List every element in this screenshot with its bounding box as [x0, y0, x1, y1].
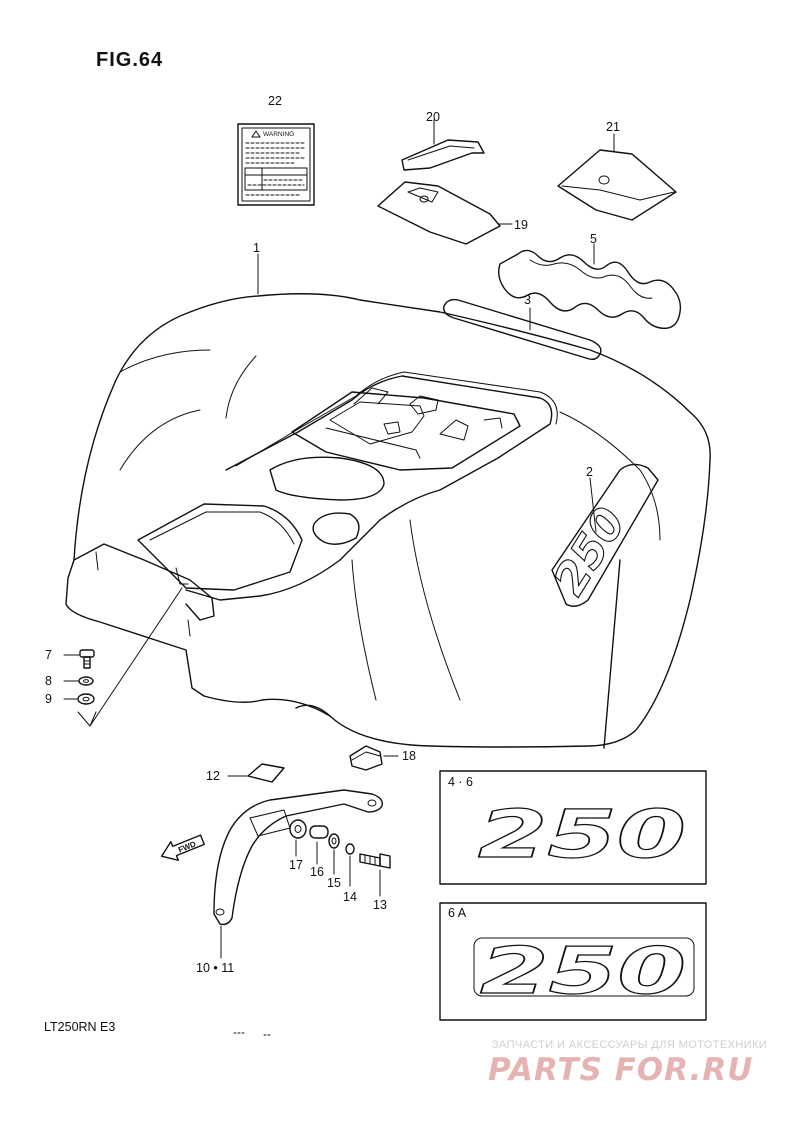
callout-2: 2: [586, 465, 593, 479]
callout-13: 13: [373, 898, 387, 912]
callout-9: 9: [45, 692, 52, 706]
callout-15: 15: [327, 876, 341, 890]
fender-decal-part: 250: [544, 463, 659, 749]
callout-12: 12: [206, 769, 220, 783]
decal-box-6a-label: 6 A: [448, 906, 467, 920]
decal-box-4-6: 250: [439, 770, 707, 885]
bolt-7-part: [63, 649, 95, 669]
decal-box-4-6-text: 250: [478, 796, 686, 873]
watermark-tagline: ЗАПЧАСТИ И АКСЕССУАРЫ ДЛЯ МОТОТЕХНИКИ: [492, 1039, 768, 1051]
decal-box-4-6-label: 4 · 6: [448, 775, 474, 789]
callout-20: 20: [426, 110, 440, 124]
callout-1: 1: [253, 241, 260, 255]
callout-19: 19: [514, 218, 528, 232]
callout-7: 7: [45, 648, 52, 662]
callout-3: 3: [524, 293, 531, 307]
callout-18: 18: [402, 749, 416, 763]
fender-decal-text: 250: [544, 499, 636, 604]
seal-rubber-part: [497, 243, 682, 329]
callout-5: 5: [590, 232, 597, 246]
washer-8-part: [63, 676, 94, 686]
clip-18-part: [349, 745, 399, 771]
fwd-arrow-icon: FWD: [160, 834, 205, 861]
callout-22: 22: [268, 94, 282, 108]
washer-14-part: [345, 843, 355, 887]
figure-title: FIG.64: [96, 49, 164, 71]
bolt-13-part: [359, 853, 391, 897]
model-code: LT250RN E3: [44, 1020, 116, 1034]
tool-bag-part: [377, 181, 513, 245]
callout-21: 21: [606, 120, 620, 134]
watermark-logo: PARTS FOR.RU: [488, 1052, 754, 1088]
collar-17-part: [289, 819, 307, 857]
rear-fender-part: [65, 253, 711, 748]
tool-strap-part: [401, 119, 485, 171]
washer-15-part: [328, 833, 340, 875]
callout-17: 17: [289, 858, 303, 872]
callout-14: 14: [343, 890, 357, 904]
warning-label-part: WARNING: [237, 123, 315, 206]
decal-box-6a: 250: [439, 902, 707, 1021]
scan-noise: [233, 1032, 273, 1036]
nut-9-part: [63, 587, 183, 727]
callout-10-11: 10 • 11: [196, 961, 235, 975]
spacer-16-part: [309, 825, 329, 865]
tool-pouch-part: [557, 133, 677, 221]
callout-8: 8: [45, 674, 52, 688]
pad-12-part: [227, 763, 285, 783]
fwd-arrow-text: FWD: [177, 839, 197, 854]
warning-label-text: WARNING: [263, 131, 294, 138]
grab-bar-part: [213, 789, 383, 959]
callout-16: 16: [310, 865, 324, 879]
trim-strip-part: [443, 298, 602, 361]
decal-box-6a-text: 250: [480, 935, 686, 1009]
